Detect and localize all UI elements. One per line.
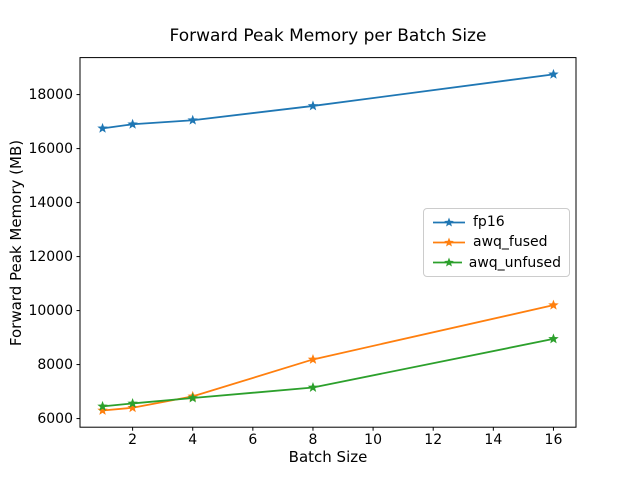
series-line-awq_unfused — [102, 338, 554, 408]
x-axis-label: Batch Size — [288, 448, 368, 466]
legend-entry-fp16: fp16 — [432, 212, 561, 232]
data-point-marker-fp16 — [307, 100, 319, 111]
y-tick-label: 16000 — [28, 141, 73, 157]
legend-label: fp16 — [473, 214, 505, 231]
y-tick-label: 10000 — [28, 303, 73, 319]
legend-entry-awq_fused: awq_fused — [432, 232, 561, 252]
data-point-marker-awq_unfused — [97, 400, 108, 411]
x-tick-label: 6 — [248, 432, 257, 448]
legend-label: awq_fused — [473, 234, 548, 251]
data-point-marker-awq_unfused — [187, 392, 198, 403]
legend-swatch-icon — [433, 257, 462, 267]
legend-swatch-icon — [433, 237, 465, 247]
x-tick-label: 8 — [309, 432, 318, 448]
chart-title: Forward Peak Memory per Batch Size — [169, 26, 487, 46]
data-point-marker-awq_unfused — [548, 333, 559, 344]
legend-label: awq_unfused — [468, 254, 561, 271]
x-tick-label: 4 — [188, 432, 197, 448]
axes-spines — [79, 57, 577, 428]
y-tick-label: 12000 — [28, 249, 73, 265]
data-point-marker-awq_fused — [548, 299, 559, 310]
data-point-marker-awq_unfused — [307, 382, 319, 392]
data-point-marker-awq_fused — [307, 353, 319, 364]
x-tick-label: 2 — [128, 432, 137, 448]
legend-swatch-icon — [433, 217, 465, 227]
data-point-marker-fp16 — [187, 114, 198, 125]
legend: fp16 awq_fused awq_unfused — [423, 208, 570, 277]
data-point-marker-awq_fused — [127, 402, 138, 413]
data-point-marker-awq_unfused — [127, 397, 138, 408]
series-line-awq_fused — [102, 304, 554, 412]
data-point-marker-fp16 — [548, 68, 559, 79]
x-tick-label: 14 — [484, 432, 502, 448]
y-tick-label: 14000 — [28, 195, 73, 211]
data-point-marker-awq_fused — [97, 404, 108, 415]
y-tick-label: 6000 — [37, 411, 73, 427]
x-tick-label: 10 — [364, 432, 382, 448]
data-point-marker-fp16 — [97, 122, 108, 133]
y-tick-label: 8000 — [37, 357, 73, 373]
x-tick-label: 12 — [424, 432, 442, 448]
y-tick-label: 18000 — [28, 87, 73, 103]
legend-entry-awq_unfused: awq_unfused — [432, 253, 561, 273]
series-line-fp16 — [102, 73, 554, 130]
x-tick-label: 16 — [545, 432, 563, 448]
data-point-marker-fp16 — [127, 118, 138, 129]
